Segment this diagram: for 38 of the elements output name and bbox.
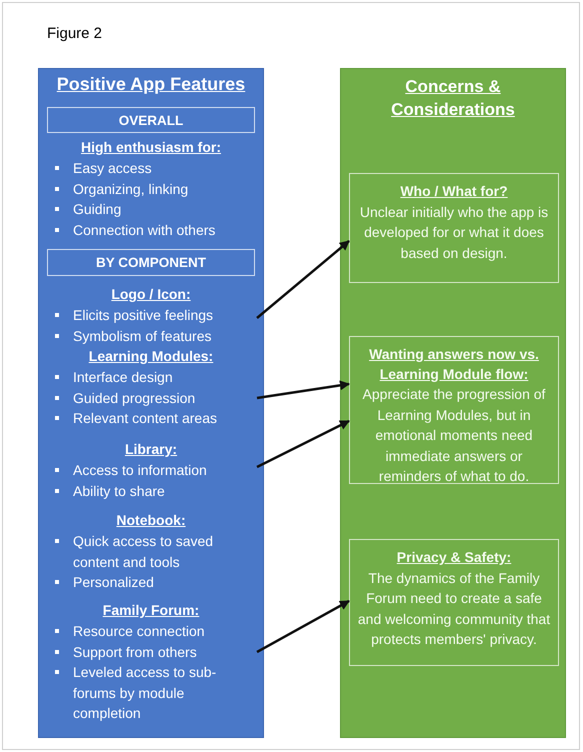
concern-box <box>349 173 559 283</box>
box-heading: Who / What for? <box>399 182 509 201</box>
bullet-item: Resource connection <box>45 621 243 642</box>
section-heading: Logo / Icon: <box>110 285 192 304</box>
column-panel <box>340 68 566 738</box>
section-heading: Library: <box>124 440 178 459</box>
box-text: Appreciate the progression of Learning Modules, but in emotional moments need immediate answers or reminders of what to do. <box>362 385 546 486</box>
section-heading: High enthusiasm for: <box>80 138 222 157</box>
bullet-item: Elicits positive feelings <box>45 305 243 326</box>
bullet-item: Access to information <box>45 460 243 480</box>
bullet-item: Symbolism of features <box>45 326 243 346</box>
bullet-item: Leveled access to sub-forums by module completion <box>45 662 243 724</box>
column-panel <box>38 68 264 738</box>
bullet-item: Relevant content areas <box>45 408 243 428</box>
bullet-item: Connection with others <box>45 220 243 240</box>
box-text: Unclear initially who the app is developed for or what it does based on design. <box>358 202 550 263</box>
bullet-item: Easy access <box>45 158 243 178</box>
box-heading: Privacy & Safety: <box>396 548 512 567</box>
section-heading: Family Forum: <box>102 601 200 620</box>
bullet-item: Organizing, linking <box>45 178 243 199</box>
section-heading: Notebook: <box>115 511 187 530</box>
bullet-item: Interface design <box>45 367 243 388</box>
box-text: The dynamics of the Family Forum need to create a safe and welcoming community that protects members' privacy. <box>356 568 552 649</box>
panel-title: Concerns & Considerations <box>390 76 516 121</box>
panel-title: Positive App Features <box>56 73 246 96</box>
bullet-item: Ability to share <box>45 480 243 501</box>
section-header-box: OVERALL <box>47 107 255 133</box>
bullet-item: Support from others <box>45 642 243 662</box>
section-header-box: BY COMPONENT <box>47 249 255 276</box>
bullet-item: Personalized <box>45 572 243 592</box>
bullet-item: Guiding <box>45 199 243 220</box>
concern-box <box>349 336 559 484</box>
box-heading: Wanting answers now vs. Learning Module flow: <box>368 345 540 384</box>
section-heading: Learning Modules: <box>88 347 214 366</box>
bullet-item: Guided progression <box>45 388 243 408</box>
figure-title: Figure 2 <box>47 25 102 42</box>
bullet-item: Quick access to saved content and tools <box>45 531 243 572</box>
concern-box <box>349 539 559 666</box>
